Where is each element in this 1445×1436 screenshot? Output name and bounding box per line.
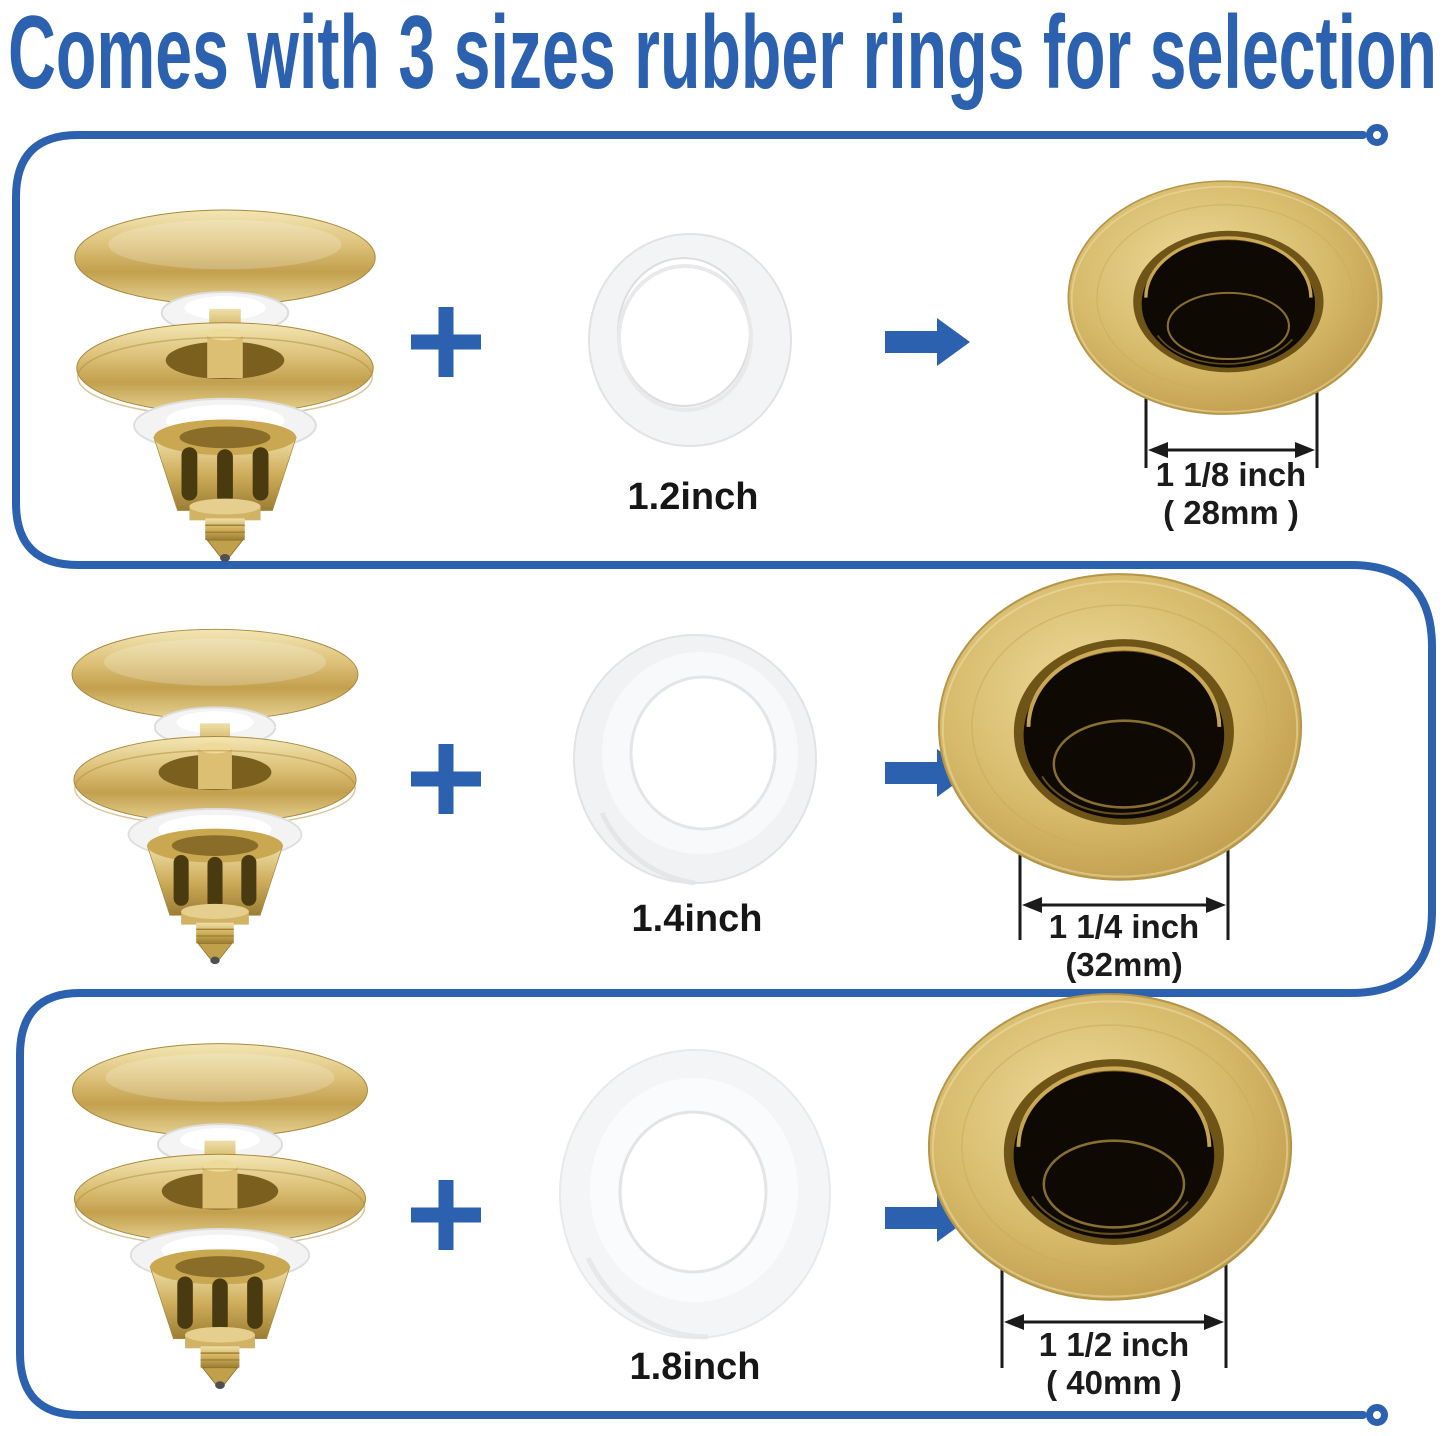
rubber-ring-image [559,1049,831,1340]
page-title: Comes with 3 sizes rubber rings for sele… [8,0,1437,111]
stopper-image [71,628,359,966]
ring-size-label: 1.4inch [631,898,763,940]
drain-hole-image [935,570,1305,890]
stopper-image [71,1042,369,1391]
drain-size-line2: ( 28mm ) [1163,494,1299,531]
drain-hole-image [925,990,1295,1310]
flow-end-dot [1366,1404,1388,1426]
ring-size-label: 1.8inch [629,1346,761,1388]
measurement-row-2: 1 1/4 inch (32mm) [1018,790,1230,983]
plus-icon [411,1180,481,1250]
flow-start-dot [1366,124,1388,146]
drain-size-line2: (32mm) [1065,946,1182,983]
rubber-ring-image [588,233,792,447]
drain-size-line1: 1 1/8 inch [1156,456,1306,493]
title-banner: Comes with 3 sizes rubber rings for sele… [8,0,1437,111]
stopper-image [73,209,377,563]
drain-size-line1: 1 1/2 inch [1039,1326,1189,1363]
ring-size-label: 1.2inch [627,476,759,518]
drain-size-line1: 1 1/4 inch [1049,908,1199,945]
drain-size-line2: ( 40mm ) [1046,1364,1182,1401]
plus-icon [411,307,481,377]
arrow-right-icon [885,318,970,366]
measurement-row-3: 1 1/2 inch ( 40mm ) [1000,1205,1228,1401]
plus-icon [411,744,481,814]
rubber-ring-image [573,634,817,885]
flow-path-line [12,131,1436,1419]
measurement-row-1: 1 1/8 inch ( 28mm ) [1144,388,1319,531]
drain-hole-image [1066,179,1384,416]
